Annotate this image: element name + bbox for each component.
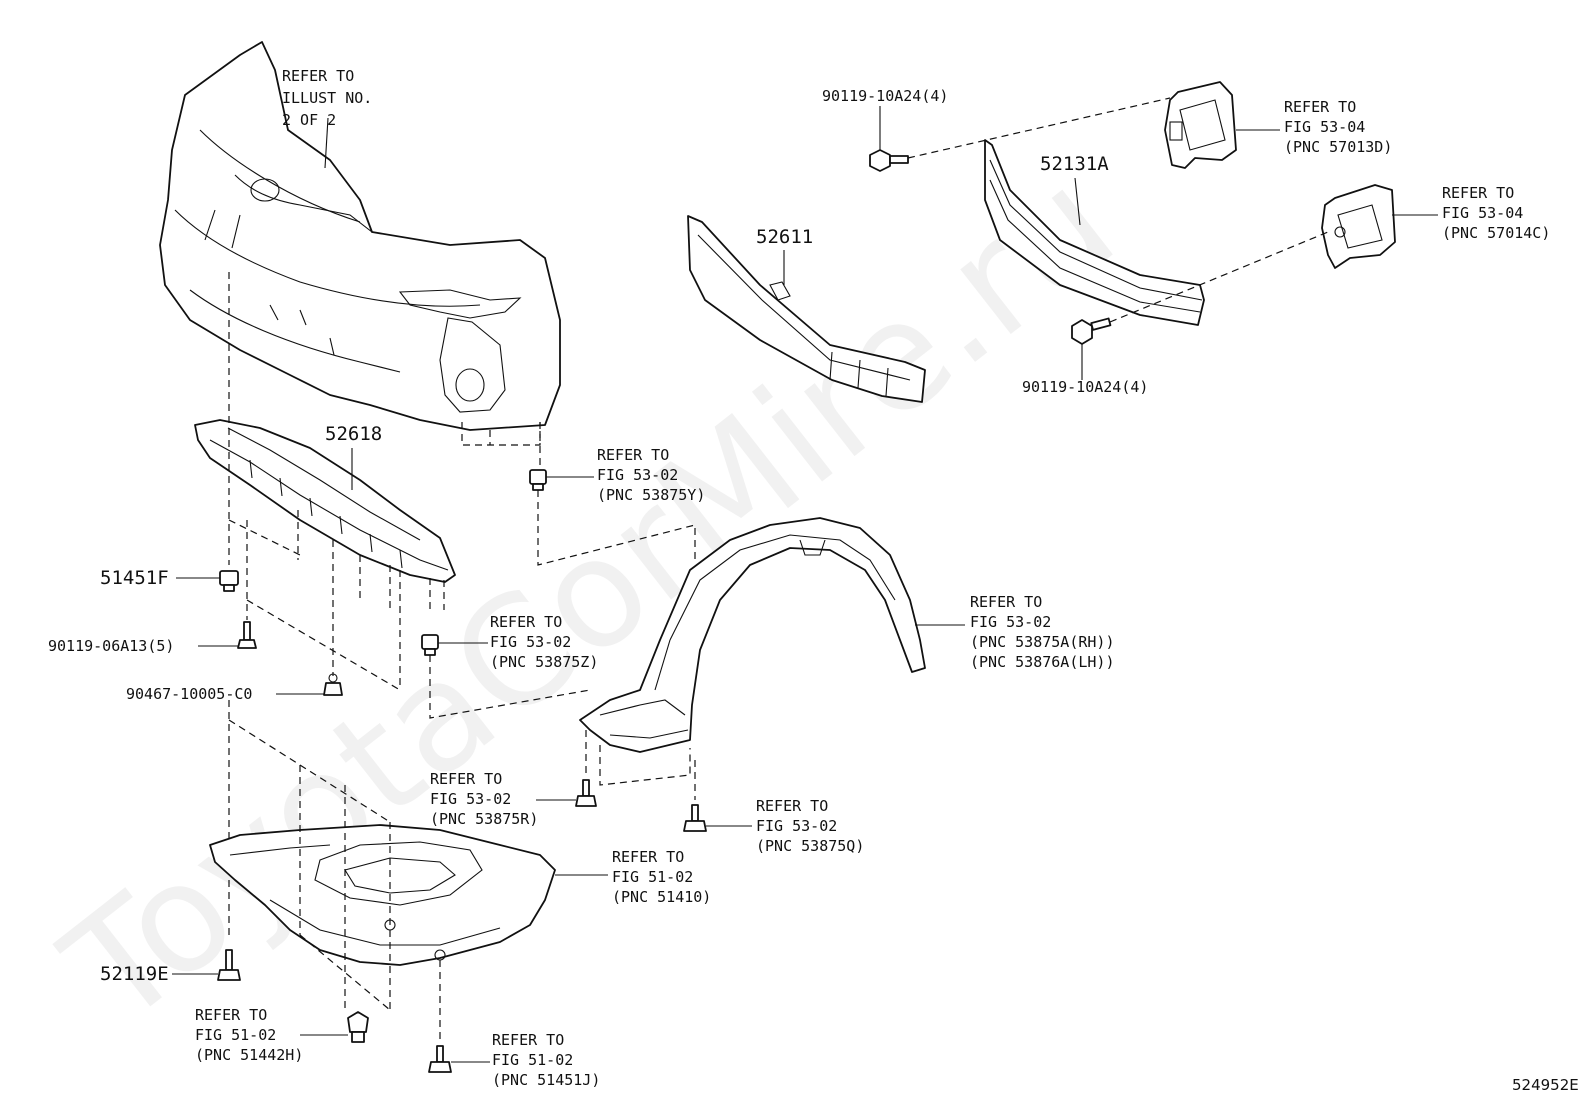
retainer-53875y-label: REFER TO FIG 53-02 (PNC 53875Y)	[597, 446, 705, 504]
clip-90467-10005[interactable]	[323, 673, 343, 696]
reinforcement-bracket-lh[interactable]	[1321, 184, 1396, 269]
undercover-mounting-lines	[228, 719, 441, 1040]
engine-under-cover[interactable]	[209, 824, 556, 966]
screw-51451j-label: REFER TO FIG 51-02 (PNC 51451J)	[492, 1031, 600, 1089]
screw-53875r-label: REFER TO FIG 53-02 (PNC 53875R)	[430, 770, 538, 828]
fender-liner-label: REFER TO FIG 53-02 (PNC 53875A(RH)) (PNC…	[970, 593, 1124, 671]
leader-refer-illust	[324, 117, 329, 169]
screw-53875q-label: REFER TO FIG 53-02 (PNC 53875Q)	[756, 797, 864, 855]
clip-90467-label: 90467-10005-C0	[126, 685, 252, 703]
part-number-spoiler: 52618	[325, 423, 382, 445]
retainer-53875z-label: REFER TO FIG 53-02 (PNC 53875Z)	[490, 613, 598, 671]
dash-liner-bottom	[599, 745, 691, 786]
screw-53875r[interactable]	[575, 779, 597, 807]
retainer-53875y[interactable]	[529, 469, 547, 491]
figure-id: 524952E	[1512, 1076, 1579, 1094]
bracket-rh-label: REFER TO FIG 53-04 (PNC 57013D)	[1284, 98, 1392, 156]
clip-51442h[interactable]	[347, 1011, 369, 1043]
front-bumper-cover[interactable]	[159, 41, 561, 431]
clip-51442h-label: REFER TO FIG 51-02 (PNC 51442H)	[195, 1006, 303, 1064]
front-spoiler[interactable]	[194, 419, 456, 583]
dash-bolt-bottom	[1109, 231, 1329, 323]
part-number-retainer: 51451F	[100, 567, 169, 589]
retainer-53875z[interactable]	[421, 634, 439, 656]
bolt-bottom[interactable]	[1071, 317, 1112, 345]
bolt-top[interactable]	[869, 149, 909, 172]
part-number-absorber: 52611	[756, 226, 813, 248]
fender-liner[interactable]	[579, 517, 926, 753]
dash-retainer-53875z	[429, 655, 591, 719]
screw-90119-06a13[interactable]	[237, 621, 257, 649]
screw-90119-06a13-label: 90119-06A13(5)	[48, 637, 174, 655]
bolt-top-label: 90119-10A24(4)	[822, 87, 948, 105]
undercover-label: REFER TO FIG 51-02 (PNC 51410)	[612, 848, 711, 906]
retainer-51451f[interactable]	[219, 570, 239, 592]
screw-53875q[interactable]	[683, 804, 707, 832]
bumper-reinforcement[interactable]	[984, 139, 1205, 326]
bolt-bottom-label: 90119-10A24(4)	[1022, 378, 1148, 396]
energy-absorber[interactable]	[687, 215, 926, 403]
part-number-screw: 52119E	[100, 963, 169, 985]
spoiler-mounting-lines	[228, 272, 445, 935]
part-number-reinforcement: 52131A	[1040, 153, 1109, 175]
screw-52119e[interactable]	[217, 949, 241, 981]
screw-51451j[interactable]	[428, 1045, 452, 1073]
dash-bolt-top	[907, 97, 1171, 159]
dash-retainer-53875y	[537, 490, 696, 566]
dash-bumper-bottom	[461, 422, 541, 446]
reinforcement-bracket-rh[interactable]	[1164, 81, 1237, 169]
refer-illust-label: REFER TO ILLUST NO. 2 OF 2	[282, 67, 381, 129]
leader-reinforcement	[1074, 177, 1081, 226]
bracket-lh-label: REFER TO FIG 53-04 (PNC 57014C)	[1442, 184, 1550, 242]
